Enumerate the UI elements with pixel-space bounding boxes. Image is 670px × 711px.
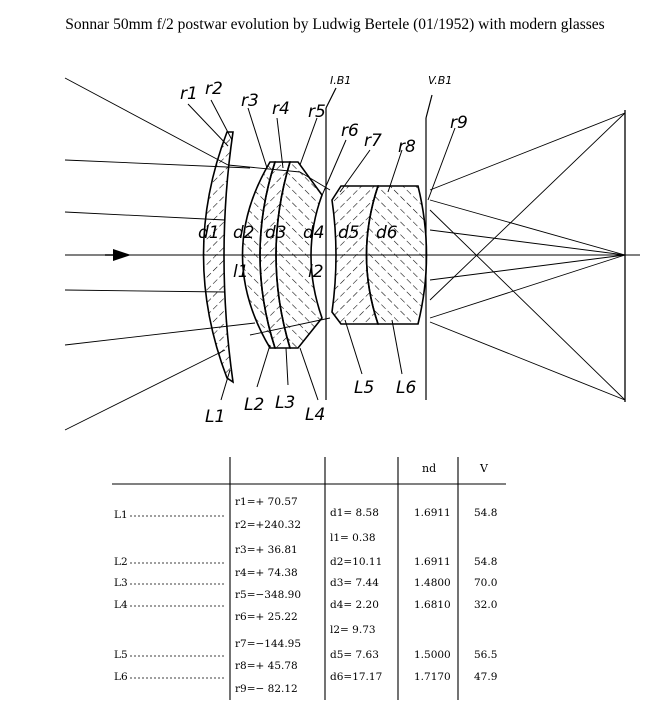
label-element-l6: L6 bbox=[396, 378, 416, 398]
nd-value: 1.6911 bbox=[414, 556, 451, 568]
label-stop-vb1: V.B1 bbox=[428, 74, 452, 87]
nd-value: 1.7170 bbox=[414, 671, 451, 683]
figure-title: Sonnar 50mm f/2 postwar evolution by Lud… bbox=[65, 16, 605, 33]
label-element-l4: L4 bbox=[305, 405, 325, 425]
radius-value: r5=−348.90 bbox=[235, 589, 301, 601]
lens-column: L1 L2 L3 L4 L5 L6 bbox=[114, 509, 128, 683]
distance-column: d1= 8.58 l1= 0.38 d2=10.11 d3= 7.44 d4= … bbox=[330, 507, 382, 683]
v-value: 54.8 bbox=[474, 556, 497, 568]
label-element-l1: L1 bbox=[205, 407, 225, 427]
ray-lines bbox=[64, 77, 626, 431]
label-element-l2: L2 bbox=[244, 395, 264, 415]
distance-value: l2= 9.73 bbox=[330, 624, 376, 636]
table-rules bbox=[112, 457, 506, 700]
nd-value: 1.4800 bbox=[414, 577, 451, 589]
radius-value: r1=+ 70.57 bbox=[235, 496, 298, 508]
label-r5: r5 bbox=[308, 102, 326, 122]
label-d5: d5 bbox=[338, 223, 360, 243]
lens-name: L2 bbox=[114, 556, 128, 568]
label-stop-ib1: I.B1 bbox=[330, 74, 351, 87]
label-d6: d6 bbox=[376, 223, 398, 243]
nd-column: 1.6911 1.6911 1.4800 1.6810 1.5000 1.717… bbox=[414, 507, 451, 683]
lens-name: L6 bbox=[114, 671, 128, 683]
v-value: 47.9 bbox=[474, 671, 497, 683]
radius-value: r8=+ 45.78 bbox=[235, 660, 298, 672]
v-value: 70.0 bbox=[474, 577, 497, 589]
distance-value: d3= 7.44 bbox=[330, 577, 379, 589]
radius-value: r7=−144.95 bbox=[235, 638, 301, 650]
v-value: 54.8 bbox=[474, 507, 497, 519]
lens-name: L3 bbox=[114, 577, 128, 589]
radius-value: r3=+ 36.81 bbox=[235, 544, 298, 556]
label-r3: r3 bbox=[241, 91, 259, 111]
radius-value: r6=+ 25.22 bbox=[235, 611, 298, 623]
distance-value: l1= 0.38 bbox=[330, 532, 376, 544]
radius-value: r4=+ 74.38 bbox=[235, 567, 298, 579]
diagram-labels: r1 r2 r3 r4 r5 r6 r7 r8 r9 d1 d2 d3 d4 d… bbox=[180, 79, 468, 427]
label-r7: r7 bbox=[364, 131, 382, 151]
nd-value: 1.6810 bbox=[414, 599, 451, 611]
lens-name: L5 bbox=[114, 649, 128, 661]
nd-value: 1.5000 bbox=[414, 649, 451, 661]
label-d3: d3 bbox=[265, 223, 287, 243]
distance-value: d1= 8.58 bbox=[330, 507, 379, 519]
label-r4: r4 bbox=[272, 99, 290, 119]
label-d4: d4 bbox=[303, 223, 325, 243]
dotted-leaders bbox=[130, 515, 226, 679]
label-element-l5: L5 bbox=[354, 378, 374, 398]
lens-name: L1 bbox=[114, 509, 128, 521]
v-value: 32.0 bbox=[474, 599, 497, 611]
label-r1: r1 bbox=[180, 84, 198, 104]
distance-value: d5= 7.63 bbox=[330, 649, 379, 661]
header-nd: nd bbox=[422, 462, 436, 475]
radius-value: r9=− 82.12 bbox=[235, 683, 298, 695]
distance-value: d4= 2.20 bbox=[330, 599, 379, 611]
lens-name: L4 bbox=[114, 599, 128, 611]
label-l2-gap: l2 bbox=[308, 262, 324, 282]
label-l1-gap: l1 bbox=[233, 262, 249, 282]
label-r9: r9 bbox=[450, 113, 468, 133]
v-value: 56.5 bbox=[474, 649, 497, 661]
lens-element-l4 bbox=[275, 161, 323, 349]
lens-element-l1 bbox=[202, 131, 235, 384]
radius-value: r2=+240.32 bbox=[235, 519, 301, 531]
label-element-l3: L3 bbox=[275, 393, 295, 413]
stop-labels: I.B1 V.B1 bbox=[330, 74, 452, 87]
nd-value: 1.6911 bbox=[414, 507, 451, 519]
v-column: 54.8 54.8 70.0 32.0 56.5 47.9 bbox=[474, 507, 497, 683]
lens-data-table: nd V L1 L2 L3 L4 L5 L6 r1=+ 70.57 r2=+24… bbox=[112, 457, 506, 700]
header-v: V bbox=[479, 462, 489, 475]
label-r6: r6 bbox=[341, 121, 359, 141]
label-d2: d2 bbox=[233, 223, 255, 243]
distance-value: d2=10.11 bbox=[330, 556, 382, 568]
leader-lines bbox=[187, 99, 456, 401]
label-r2: r2 bbox=[205, 79, 223, 99]
lens-element-l6 bbox=[365, 185, 428, 325]
distance-value: d6=17.17 bbox=[330, 671, 382, 683]
label-d1: d1 bbox=[198, 223, 220, 243]
radius-column: r1=+ 70.57 r2=+240.32 r3=+ 36.81 r4=+ 74… bbox=[235, 496, 301, 695]
label-r8: r8 bbox=[398, 137, 416, 157]
